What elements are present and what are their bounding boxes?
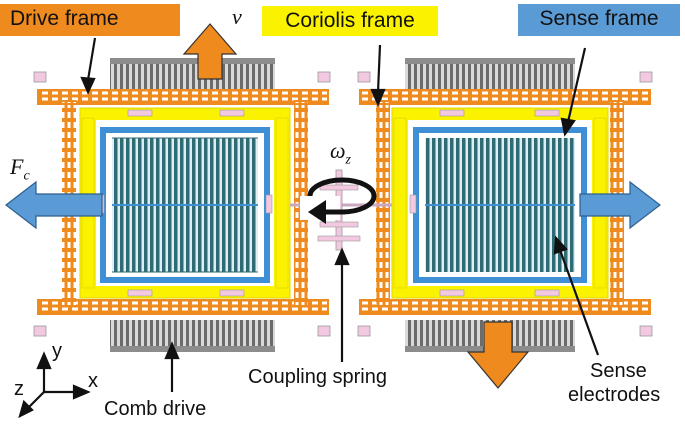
left-gyro [33,58,331,352]
sense-frame-left [100,127,270,283]
velocity-arrow [182,23,238,80]
drive-arrow-down [466,321,530,389]
force-label-sub: c [23,168,30,184]
drive-frame-label: Drive frame [0,4,180,36]
sense-electrodes-label-line2: electrodes [568,384,661,406]
sense-frame-label: Sense frame [518,4,680,36]
omega-label-main: ω [330,138,346,163]
omega-label-sub: z [345,152,351,168]
comb-drive-bottom-left [110,320,275,348]
comb-drive-top-right [405,62,575,90]
velocity-label: v [232,4,242,29]
comb-drive-label: Comb drive [104,398,207,420]
rotation-arrow [300,177,377,224]
coriolis-force-arrow-left [5,180,103,230]
axis-y-label: y [52,340,62,362]
force-label-main: F [10,154,24,179]
coupling-spring-label: Coupling spring [248,366,387,388]
axis-z-label: z [14,378,24,400]
sense-frame-right [413,127,587,283]
drive-frame-right [359,89,651,315]
axis-x-label: x [88,370,98,392]
coriolis-force-arrow-right [579,180,661,230]
force-label: Fc [10,156,30,187]
sense-electrodes-label-line1: Sense [590,360,647,382]
comb-drive-top-left [110,62,275,90]
axis-triad [18,351,91,419]
omega-label: ωz [330,140,351,171]
pointer-lines [80,37,600,392]
coriolis-frame-label: Coriolis frame [262,6,438,36]
drive-frame-left [37,89,329,315]
right-gyro [357,58,653,352]
